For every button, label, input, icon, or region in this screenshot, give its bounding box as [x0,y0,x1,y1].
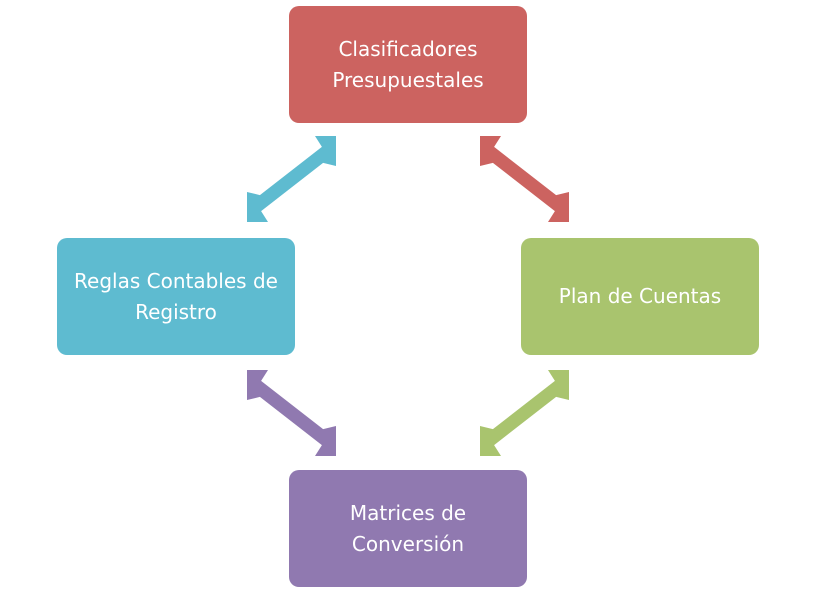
node-label: Plan de Cuentas [558,284,722,308]
node-label: Reglas Contables de Registro [74,268,278,324]
node-plan-de-cuentas: Plan de Cuentas [521,238,759,355]
node-reglas-contables-de-registro: Reglas Contables de Registro [57,238,295,355]
arrow-top-right [480,136,569,222]
arrow-left-top [247,136,336,222]
node-label: Matrices de Conversión [349,500,467,556]
arrow-left-bottom [247,370,336,456]
node-clasificadores-presupuestales: Clasificadores Presupuestales [289,6,527,123]
arrow-right-bottom [480,370,569,456]
node-matrices-de-conversion: Matrices de Conversión [289,470,527,587]
node-label: Clasificadores Presupuestales [332,36,484,92]
